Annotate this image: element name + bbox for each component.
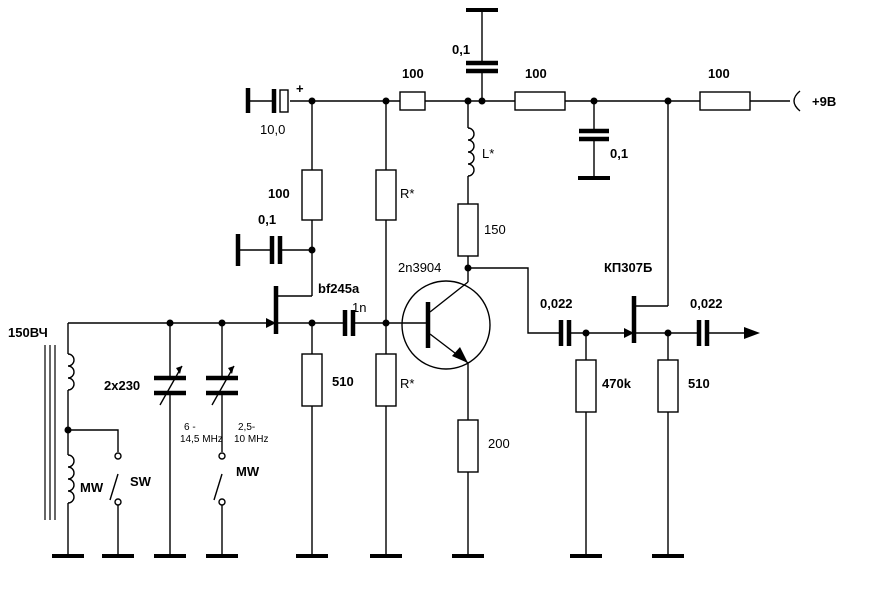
- capacitor-couple-1: [312, 310, 408, 336]
- jfet2-label: КП307Б: [604, 260, 652, 275]
- resistor-gate-2: [575, 359, 597, 413]
- resistor-collector-label: 150: [484, 222, 506, 237]
- resistor-top-2: [514, 91, 566, 111]
- resistor-source-1-label: 510: [332, 374, 354, 389]
- supply-terminal: [793, 90, 801, 112]
- variable-capacitor-label: 2x230: [104, 378, 140, 393]
- capacitor-electrolytic: [245, 88, 289, 113]
- switch-sw: [68, 429, 134, 558]
- resistor-collector: [457, 203, 479, 257]
- resistor-gate-2-label: 470k: [602, 376, 632, 391]
- resistor-base-bias-bottom: [375, 353, 397, 407]
- junctions: [64, 97, 672, 434]
- cap-electrolytic-label: 10,0: [260, 122, 285, 137]
- bjt-label: 2n3904: [398, 260, 441, 275]
- coil-mw: [67, 454, 75, 504]
- resistor-source-2-label: 510: [688, 376, 710, 391]
- resistor-top-1: [399, 91, 426, 111]
- capacitor-couple-1-label: 1n: [352, 300, 366, 315]
- capacitor-filter: [578, 101, 610, 180]
- capacitor-couple-3-label: 0,022: [690, 296, 723, 311]
- coil-mw-label: MW: [80, 480, 104, 495]
- range-sw-line-2: 14,5 MHz: [180, 434, 223, 445]
- coil-sw: [67, 353, 75, 391]
- capacitor-top-label: 0,1: [452, 42, 470, 57]
- resistor-top-3: [699, 91, 751, 111]
- supply-rail: [290, 90, 801, 112]
- jfet-bf245a: [266, 286, 312, 334]
- resistor-emitter: [457, 419, 479, 473]
- range-mw-line-1: 2,5-: [238, 422, 255, 433]
- ferrite-rod: [44, 345, 56, 520]
- variable-capacitor-1: [154, 323, 186, 558]
- capacitor-bypass: [235, 234, 312, 266]
- capacitor-couple-2: [558, 320, 634, 346]
- resistor-top-2-label: 100: [525, 66, 547, 81]
- jfet1-label: bf245a: [318, 281, 360, 296]
- resistor-source-1: [301, 353, 323, 407]
- range-mw-line-2: 10 MHz: [234, 434, 268, 445]
- resistor-drain-feed: [301, 169, 323, 221]
- resistor-drain-feed-label: 100: [268, 186, 290, 201]
- inductor: [467, 127, 475, 177]
- resistor-emitter-label: 200: [488, 436, 510, 451]
- resistor-base-bias-bottom-label: R*: [400, 376, 414, 391]
- resistor-source-2: [657, 359, 679, 413]
- antenna-label: 150ВЧ: [8, 325, 48, 340]
- cap-plus-label: +: [296, 81, 304, 96]
- switch-sw-label: SW: [130, 474, 152, 489]
- capacitor-top: [466, 8, 498, 101]
- capacitor-couple-3: [668, 320, 760, 346]
- resistor-top-3-label: 100: [708, 66, 730, 81]
- range-sw-line-1: 6 -: [184, 422, 196, 433]
- supply-label: +9В: [812, 94, 836, 109]
- jfet-kp307b: [624, 296, 668, 343]
- resistor-base-bias-top-label: R*: [400, 186, 414, 201]
- variable-capacitor-2: [206, 323, 238, 558]
- capacitor-couple-2-label: 0,022: [540, 296, 573, 311]
- inductor-label: L*: [482, 146, 494, 161]
- bjt-2n3904: [401, 280, 491, 370]
- capacitor-filter-label: 0,1: [610, 146, 628, 161]
- capacitor-bypass-label: 0,1: [258, 212, 276, 227]
- switch-mw-label: MW: [236, 464, 260, 479]
- resistor-base-bias-top: [375, 169, 397, 221]
- resistor-top-1-label: 100: [402, 66, 424, 81]
